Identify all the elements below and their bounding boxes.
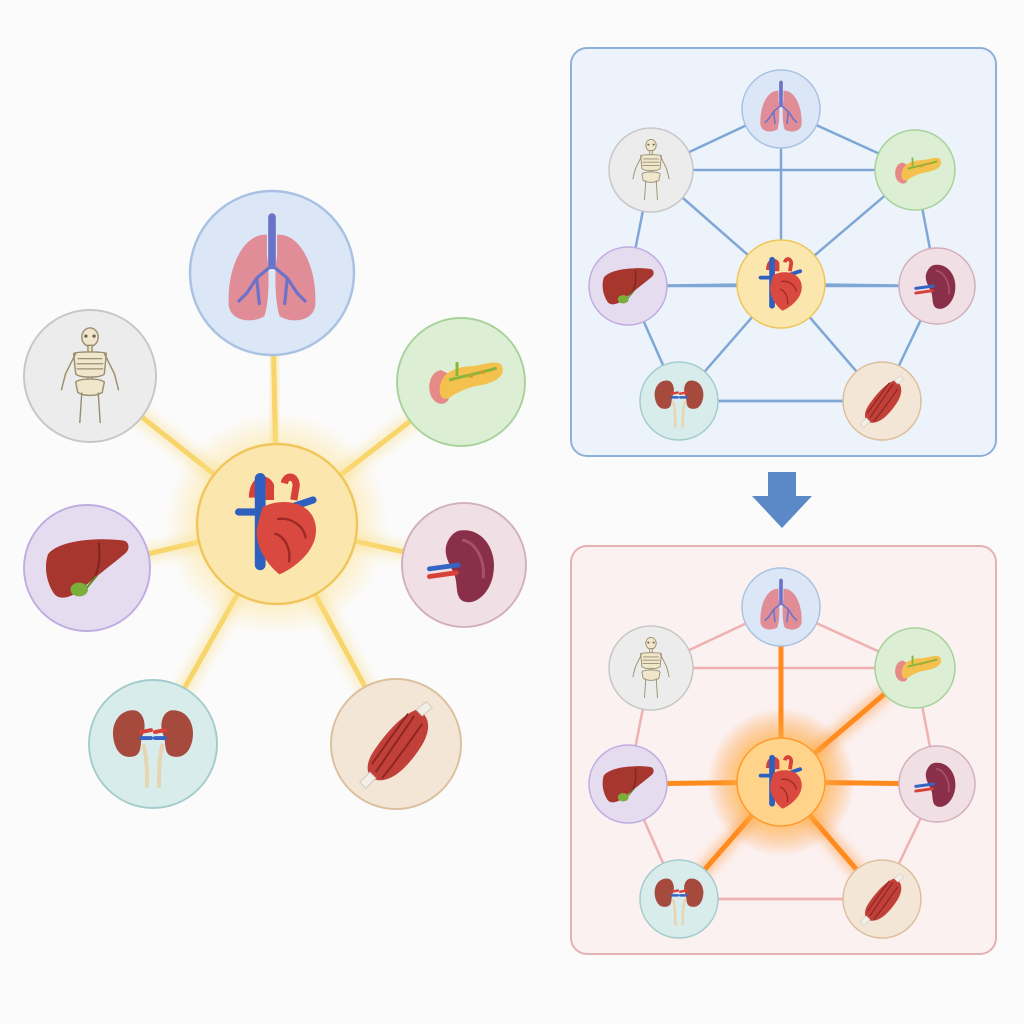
down-arrow-icon bbox=[752, 472, 812, 528]
lungs-node bbox=[190, 191, 354, 355]
liver-node bbox=[589, 247, 667, 325]
muscle-node bbox=[843, 860, 921, 938]
pancreas-node bbox=[397, 318, 525, 446]
skeleton-node bbox=[24, 310, 156, 442]
muscle-node bbox=[331, 679, 461, 809]
skeleton-node bbox=[609, 128, 693, 212]
main-hub-network bbox=[24, 191, 526, 809]
lungs-node bbox=[742, 70, 820, 148]
kidneys-node-circle bbox=[640, 362, 718, 440]
muscle-node bbox=[843, 362, 921, 440]
heart-node bbox=[737, 738, 825, 826]
kidneys-node bbox=[640, 860, 718, 938]
liver-node bbox=[24, 505, 150, 631]
spleen-node bbox=[402, 503, 526, 627]
heart-node bbox=[197, 444, 357, 604]
pancreas-node bbox=[875, 628, 955, 708]
liver-node bbox=[589, 745, 667, 823]
kidneys-node-circle bbox=[89, 680, 217, 808]
lungs-node bbox=[742, 568, 820, 646]
pancreas-node bbox=[875, 130, 955, 210]
down-arrow-shape bbox=[752, 472, 812, 528]
kidneys-node-circle bbox=[640, 860, 718, 938]
spleen-node bbox=[899, 248, 975, 324]
heart-stressed-panel bbox=[571, 546, 996, 954]
kidneys-node bbox=[640, 362, 718, 440]
skeleton-node bbox=[609, 626, 693, 710]
kidneys-node bbox=[89, 680, 217, 808]
heart-node bbox=[737, 240, 825, 328]
normal-network-panel bbox=[571, 48, 996, 456]
spleen-node bbox=[899, 746, 975, 822]
